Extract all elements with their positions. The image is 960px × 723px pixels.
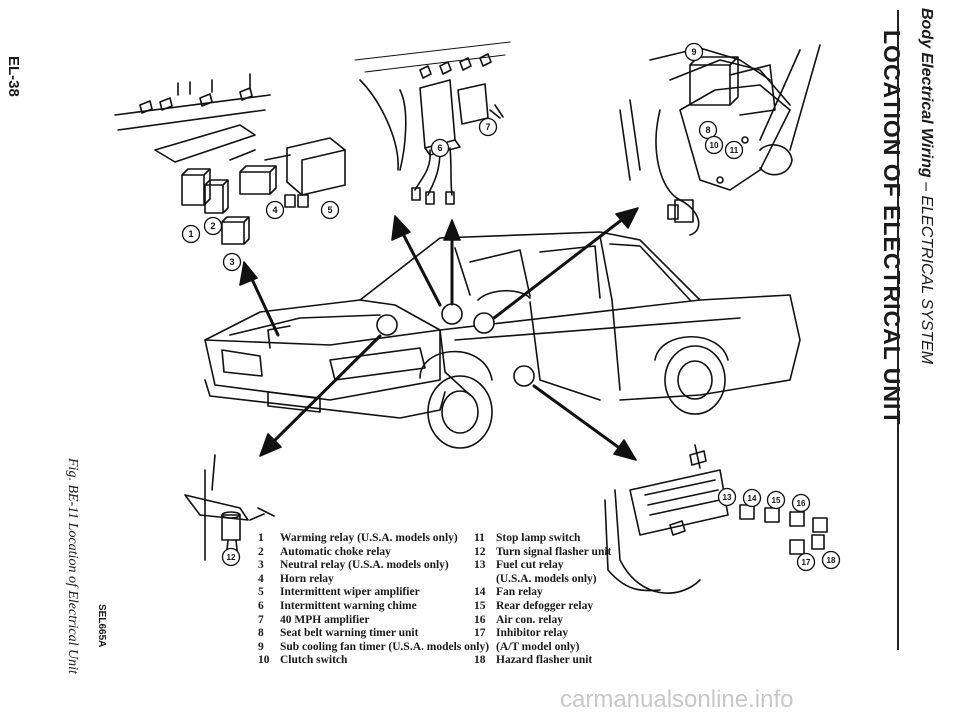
- watermark: carmanualsonline.info: [560, 686, 794, 713]
- callout-markers: [181, 42, 841, 572]
- callout-15: 15: [772, 496, 781, 505]
- callout-2: 2: [210, 221, 215, 231]
- callout-9: 9: [691, 47, 696, 57]
- pedal-bracket-cluster: [619, 44, 821, 236]
- header-rule: [897, 10, 899, 650]
- callout-16: 16: [797, 499, 806, 508]
- callout-14: 14: [748, 494, 757, 503]
- callout-10: 10: [710, 141, 719, 150]
- callout-11: 11: [730, 146, 739, 155]
- lower-left-switch: [184, 454, 275, 561]
- lower-right-relay-panel: [604, 444, 828, 594]
- car-illustration: [204, 231, 801, 449]
- callout-13: 13: [723, 493, 732, 502]
- callout-8: 8: [705, 125, 710, 135]
- legend-item-continuation: (A/T model only): [496, 640, 580, 653]
- callout-18: 18: [827, 556, 836, 565]
- callout-4: 4: [272, 205, 277, 215]
- callout-17: 17: [802, 558, 811, 567]
- callout-numbers: 1 2 3 4 5 6 7 8 9 10 11 12 13 14 15 16 1…: [188, 47, 836, 567]
- location-arrows: [239, 207, 639, 461]
- callout-6: 6: [437, 143, 442, 153]
- legend-item-continuation: (U.S.A. models only): [496, 572, 597, 585]
- callout-5: 5: [327, 205, 332, 215]
- callout-1: 1: [188, 229, 193, 239]
- callout-3: 3: [229, 257, 234, 267]
- callout-7: 7: [485, 122, 490, 132]
- relay-cluster-engine-room: [114, 73, 346, 245]
- callout-12: 12: [227, 553, 236, 562]
